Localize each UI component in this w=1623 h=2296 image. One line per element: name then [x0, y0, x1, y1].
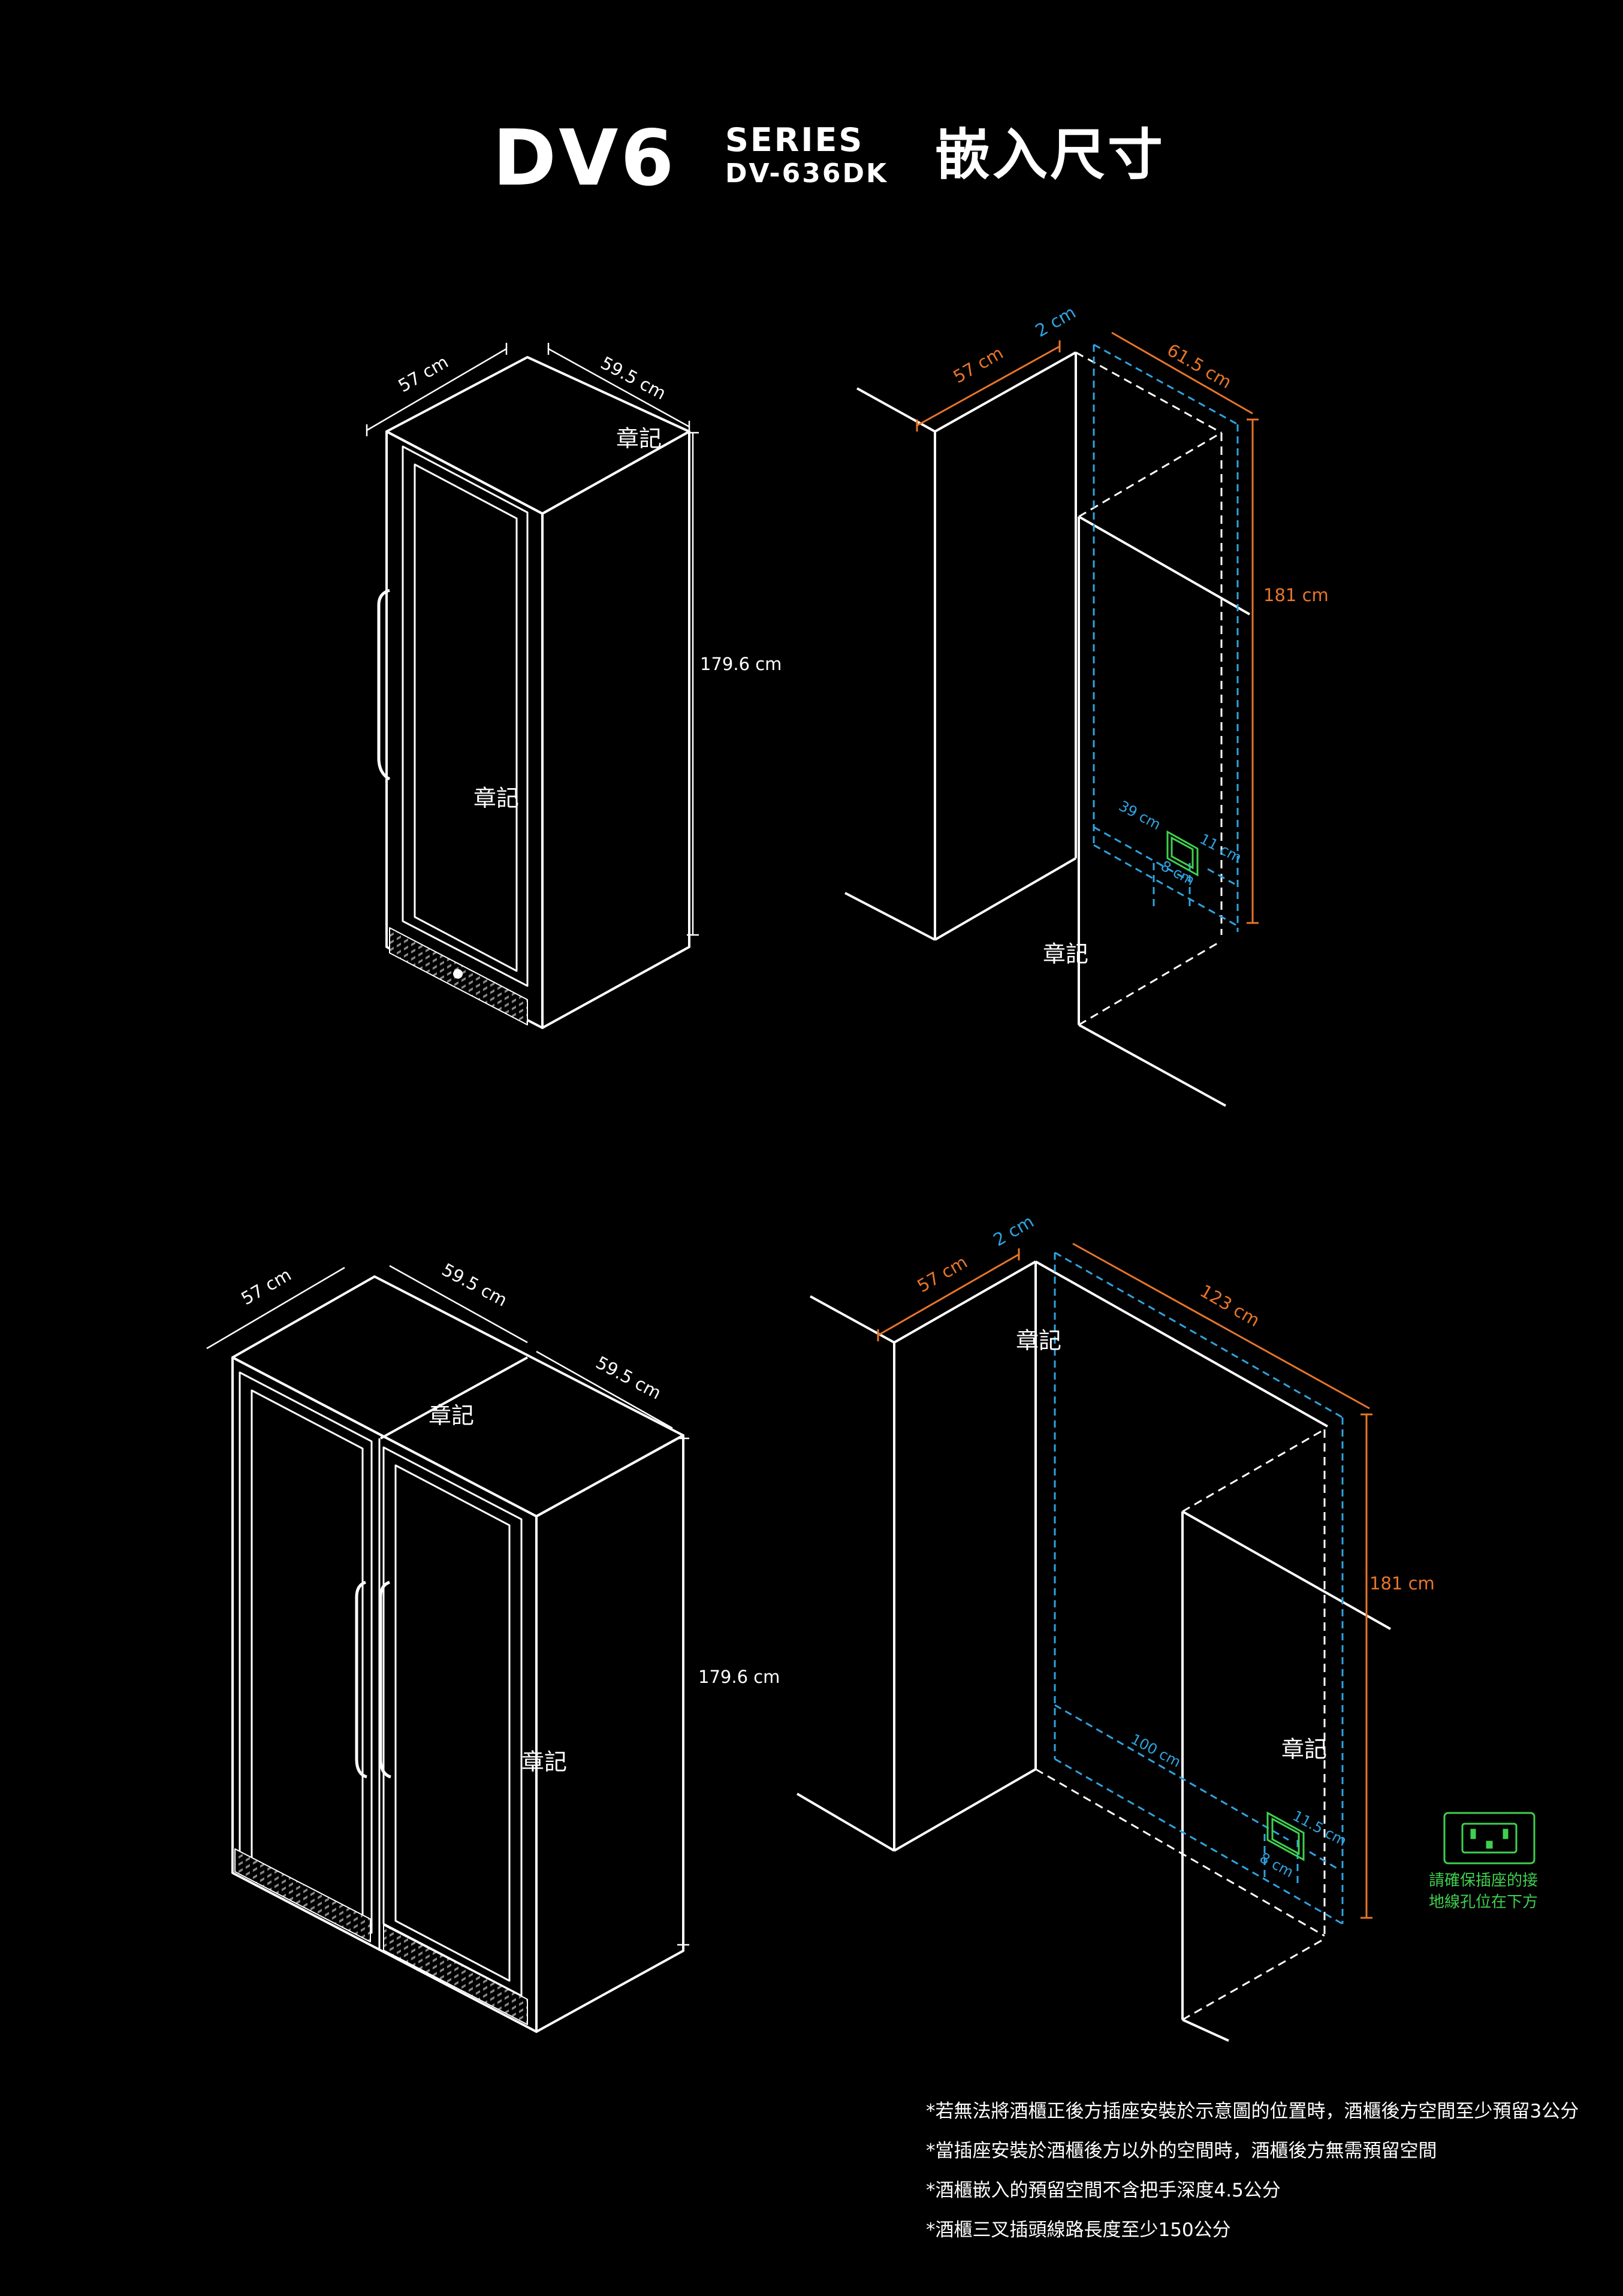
outlet-note-line1: 請確保插座的接 — [1428, 1872, 1538, 1890]
single-unit-watermark-2: 章記 — [473, 785, 519, 811]
outlet-note: 請確保插座的接 地線孔位在下方 — [1423, 1870, 1543, 1913]
double-height-label: 179.6 cm — [698, 1667, 780, 1687]
double-niche-blue-guides — [1054, 1251, 1344, 1925]
double-niche-watermark: 章記 — [1016, 1327, 1061, 1354]
note-item: *若無法將酒櫃正後方插座安裝於示意圖的位置時，酒櫃後方空間至少預留3公分 — [926, 2101, 1579, 2122]
double-niche-orange-dims — [877, 1242, 1372, 1919]
single-niche-outlet — [1166, 830, 1199, 877]
double-niche-height-label: 181 cm — [1369, 1573, 1435, 1594]
series-label: SERIES — [725, 121, 864, 159]
note-item: *酒櫃嵌入的預留空間不含把手深度4.5公分 — [926, 2180, 1281, 2201]
double-niche-gap-label: 2 cm — [990, 1211, 1037, 1250]
single-niche-outlet-h-label: 39 cm — [1116, 798, 1163, 834]
double-unit-watermark: 章記 — [429, 1402, 474, 1429]
single-niche-height-label: 181 cm — [1263, 585, 1329, 605]
installation-notes: *若無法將酒櫃正後方插座安裝於示意圖的位置時，酒櫃後方空間至少預留3公分 *當插… — [926, 2092, 1615, 2250]
model-number: DV-636DK — [725, 158, 889, 189]
double-niche-outlet — [1266, 1811, 1305, 1861]
note-item: *酒櫃三叉插頭線路長度至少150公分 — [926, 2219, 1231, 2241]
double-depth-right-label: 59.5 cm — [593, 1352, 665, 1403]
double-niche-outlet-h-label: 100 cm — [1128, 1731, 1184, 1771]
single-niche-watermark: 章記 — [1043, 941, 1088, 967]
single-unit-watermark: 章記 — [616, 426, 662, 452]
single-niche-depth-label: 61.5 cm — [1164, 340, 1235, 393]
single-niche — [844, 351, 1250, 1107]
double-depth-left-label: 59.5 cm — [439, 1259, 511, 1310]
single-width-label: 57 cm — [395, 351, 452, 396]
double-cabinet — [231, 1275, 684, 2033]
single-cabinet — [377, 356, 690, 1029]
brand-logo: DV6 — [493, 114, 677, 203]
double-cabinet-dims — [206, 1265, 689, 1946]
double-niche-width-label: 57 cm — [914, 1251, 971, 1296]
outlet-icon — [1443, 1812, 1535, 1864]
single-niche-orange-dims — [916, 331, 1259, 924]
single-niche-gap-label: 2 cm — [1032, 302, 1079, 341]
outlet-note-line2: 地線孔位在下方 — [1428, 1893, 1538, 1911]
double-unit-watermark-2: 章記 — [521, 1749, 567, 1775]
note-item: *當插座安裝於酒櫃後方以外的空間時，酒櫃後方無需預留空間 — [926, 2140, 1437, 2162]
single-niche-dashed — [1075, 351, 1223, 1026]
double-niche-dashed — [1035, 1428, 1326, 2021]
page-header: DV6 SERIES DV-636DK 嵌入尺寸 — [0, 108, 1623, 204]
single-niche-blue-guides — [1093, 343, 1239, 932]
double-niche-depth-label: 123 cm — [1197, 1281, 1263, 1331]
page-title: 嵌入尺寸 — [935, 123, 1166, 187]
single-cabinet-dims — [366, 343, 699, 936]
double-niche-outlet-w-label: 8 cm — [1257, 1850, 1296, 1881]
single-niche-outlet-w-label: 8 cm — [1158, 858, 1197, 889]
double-niche-watermark-2: 章記 — [1281, 1736, 1327, 1763]
single-height-label: 179.6 cm — [700, 654, 782, 674]
double-niche — [796, 1260, 1391, 2042]
